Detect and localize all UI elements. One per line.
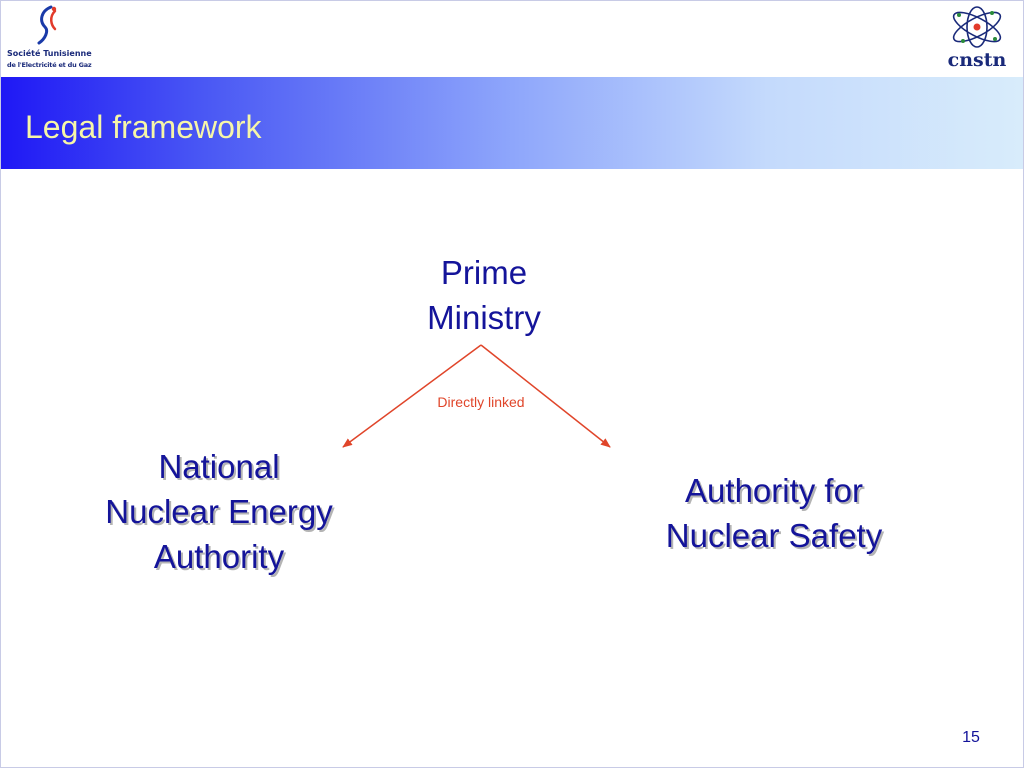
edge-label-directly-linked: Directly linked <box>437 394 525 410</box>
node-nnea-line-3: Authority <box>153 538 285 575</box>
node-authority-for-nuclear-safety: Authority for Nuclear Safety <box>619 468 929 558</box>
cnstn-logo-text: cnstn <box>947 49 1007 71</box>
atom-icon <box>952 6 1002 48</box>
node-nnea-line-2: Nuclear Energy <box>105 493 333 530</box>
node-ans-line-2: Nuclear Safety <box>665 517 883 554</box>
node-national-nuclear-energy-authority: National Nuclear Energy Authority <box>59 444 379 579</box>
steg-logo-mark-icon <box>37 5 57 45</box>
node-prime-line-1: Prime <box>440 254 528 291</box>
cnstn-logo: cnstn <box>937 5 1017 75</box>
title-band: Legal framework <box>1 77 1023 169</box>
node-prime-ministry: Prime Ministry <box>384 250 584 340</box>
steg-logo-line2: de l'Electricité et du Gaz <box>7 61 92 69</box>
steg-logo-line1: Société Tunisienne <box>7 49 92 58</box>
edge-prime-to-ans <box>480 344 611 448</box>
node-prime-line-2: Ministry <box>427 299 541 336</box>
edge-prime-to-nnea <box>342 344 482 448</box>
node-ans-line-1: Authority for <box>685 472 863 509</box>
node-nnea-line-1: National <box>158 448 280 485</box>
steg-logo: Société Tunisienne de l'Electricité et d… <box>7 5 92 75</box>
slide-title: Legal framework <box>25 109 262 145</box>
page-number: 15 <box>962 729 980 746</box>
